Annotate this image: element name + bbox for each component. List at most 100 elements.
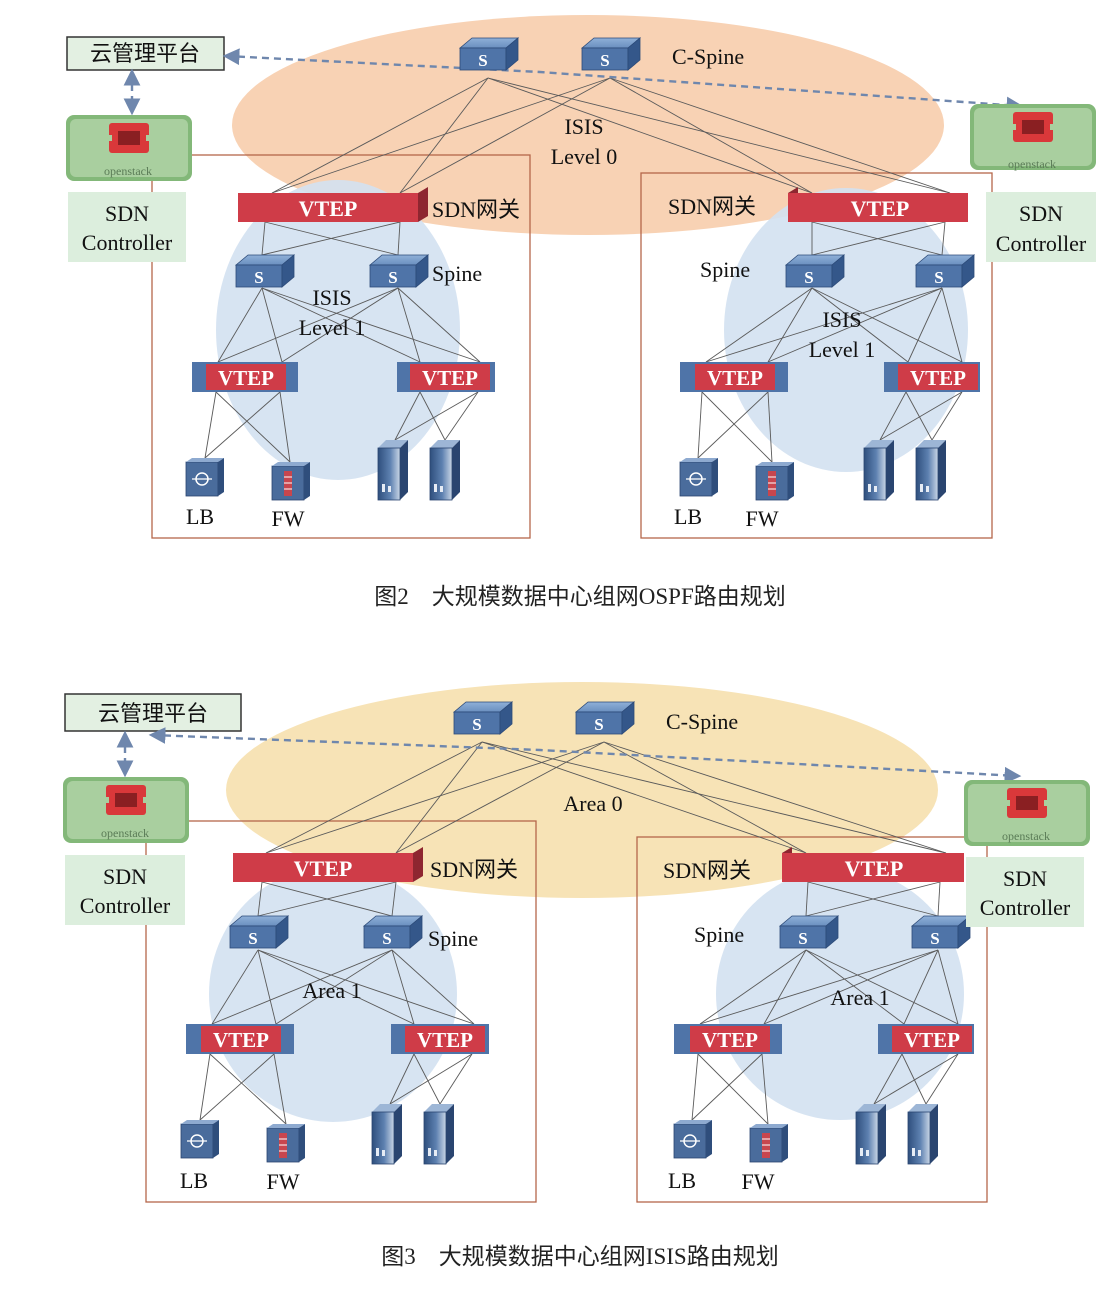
- leaf-vtep-left-1: VTEP: [186, 1024, 294, 1054]
- pod-frame-right: [636, 836, 988, 1203]
- pod-area-label: Area 1: [830, 985, 889, 1010]
- pod-area-ellipse-right: [724, 188, 968, 472]
- gateway-vtep-label: VTEP: [851, 196, 910, 221]
- spine-switch-icon: [911, 915, 971, 949]
- leaf-vtep-left-2: VTEP: [391, 1024, 489, 1054]
- controller-label-line2: Controller: [980, 895, 1071, 920]
- pod-area-label-line1: ISIS: [822, 307, 861, 332]
- spine-label: Spine: [432, 261, 482, 286]
- pod-links-right: [691, 881, 959, 1125]
- sdn-gateway-vtep-left: VTEP: [238, 187, 428, 222]
- sdn-gateway-label: SDN网关: [668, 194, 756, 219]
- server-icon: [429, 439, 461, 501]
- openstack-logo-text: openstack: [1008, 157, 1056, 171]
- pod-area-ellipse-right: [716, 868, 964, 1120]
- fw-label: FW: [272, 506, 305, 531]
- pod-area-label-line2: Level 1: [809, 337, 876, 362]
- spine-label: Spine: [428, 926, 478, 951]
- gateway-vtep-label: VTEP: [299, 196, 358, 221]
- sdn-controller-box: SDN Controller: [65, 855, 185, 925]
- cloud-platform-label: 云管理平台: [90, 41, 200, 66]
- gateway-vtep-label: VTEP: [294, 856, 353, 881]
- controller-label-line2: Controller: [996, 231, 1087, 256]
- leaf-vtep-left-1: VTEP: [192, 362, 298, 392]
- spine-switch-icon: [915, 254, 975, 288]
- pod-frame-right: [640, 172, 993, 539]
- controller-label-line1: SDN: [1003, 866, 1047, 891]
- management-link-right: [148, 727, 1022, 784]
- leaf-vtep-label: VTEP: [417, 1028, 473, 1052]
- pod-frame-left: [145, 820, 537, 1203]
- leaf-vtep-left-2: VTEP: [397, 362, 495, 392]
- spine-switch-icon: [779, 915, 839, 949]
- sdn-controller-box: SDN Controller: [986, 192, 1096, 262]
- core-area-label: Area 0: [563, 791, 622, 816]
- server-icon: [863, 439, 895, 501]
- gateway-vtep-label: VTEP: [845, 856, 904, 881]
- openstack-logo-text: openstack: [104, 164, 152, 178]
- figure-3: 云管理平台 C-Spine Area 0 VTEP SDN网关 Spine Ar…: [63, 682, 1090, 1269]
- controller-label-line1: SDN: [1019, 201, 1063, 226]
- lb-label: LB: [186, 504, 214, 529]
- management-link-right: [222, 48, 1024, 114]
- lb-label: LB: [180, 1168, 208, 1193]
- server-icon: [371, 1103, 403, 1165]
- sdn-controller-box: SDN Controller: [966, 857, 1084, 927]
- sdn-gateway-label: SDN网关: [663, 858, 751, 883]
- sdn-gateway-vtep-right: VTEP: [788, 187, 968, 222]
- spine-switch-icon: [229, 915, 289, 949]
- leaf-vtep-right-2: VTEP: [884, 362, 980, 392]
- controller-label-line2: Controller: [80, 893, 171, 918]
- c-spine-switch-icon: [453, 701, 513, 735]
- sdn-controller-box: SDN Controller: [68, 192, 186, 262]
- spine-switch-icon: [369, 254, 429, 288]
- sdn-gateway-label: SDN网关: [430, 857, 518, 882]
- leaf-vtep-label: VTEP: [422, 366, 478, 390]
- figure-2: 云管理平台 C-Spine ISIS Level 0 VTEP SDN网关 Sp…: [66, 15, 1096, 609]
- spine-switch-icon: [785, 254, 845, 288]
- server-icon: [377, 439, 409, 501]
- spine-label: Spine: [700, 257, 750, 282]
- server-icon: [855, 1103, 887, 1165]
- figure-caption: 图2 大规模数据中心组网OSPF路由规划: [374, 584, 785, 609]
- openstack-logo-text: openstack: [1002, 829, 1050, 843]
- openstack-logo-text: openstack: [101, 826, 149, 840]
- leaf-vtep-right-2: VTEP: [878, 1024, 974, 1054]
- leaf-vtep-right-1: VTEP: [674, 1024, 782, 1054]
- c-spine-switch-icon: [581, 37, 641, 71]
- core-area-label-line1: ISIS: [564, 114, 603, 139]
- pod-links-left: [199, 881, 475, 1125]
- c-spine-switch-icon: [575, 701, 635, 735]
- load-balancer-icon: [185, 457, 225, 497]
- c-spine-label: C-Spine: [666, 709, 738, 734]
- load-balancer-icon: [679, 457, 719, 497]
- sdn-gateway-vtep-right: VTEP: [782, 847, 964, 882]
- sdn-gateway-vtep-left: VTEP: [233, 847, 423, 882]
- controller-label-line1: SDN: [103, 864, 147, 889]
- leaf-vtep-label: VTEP: [707, 366, 763, 390]
- server-icon: [907, 1103, 939, 1165]
- pod-links-left: [204, 221, 481, 463]
- load-balancer-icon: [673, 1119, 713, 1159]
- spine-switch-icon: [363, 915, 423, 949]
- figure-caption: 图3 大规模数据中心组网ISIS路由规划: [381, 1244, 778, 1269]
- server-icon: [915, 439, 947, 501]
- cloud-platform-label: 云管理平台: [98, 701, 208, 726]
- leaf-vtep-right-1: VTEP: [680, 362, 788, 392]
- firewall-icon: [755, 461, 795, 501]
- spine-switch-icon: [235, 254, 295, 288]
- leaf-vtep-label: VTEP: [213, 1028, 269, 1052]
- cloud-platform-box: 云管理平台: [66, 36, 225, 71]
- firewall-icon: [749, 1123, 789, 1163]
- pod-area-label: Area 1: [302, 978, 361, 1003]
- firewall-icon: [271, 461, 311, 501]
- pod-frame-left: [151, 154, 531, 539]
- pod-area-label-line2: Level 1: [299, 315, 366, 340]
- fw-label: FW: [742, 1169, 775, 1194]
- leaf-vtep-label: VTEP: [218, 366, 274, 390]
- leaf-vtep-label: VTEP: [702, 1028, 758, 1052]
- lb-label: LB: [668, 1168, 696, 1193]
- controller-label-line1: SDN: [105, 201, 149, 226]
- controller-label-line2: Controller: [82, 230, 173, 255]
